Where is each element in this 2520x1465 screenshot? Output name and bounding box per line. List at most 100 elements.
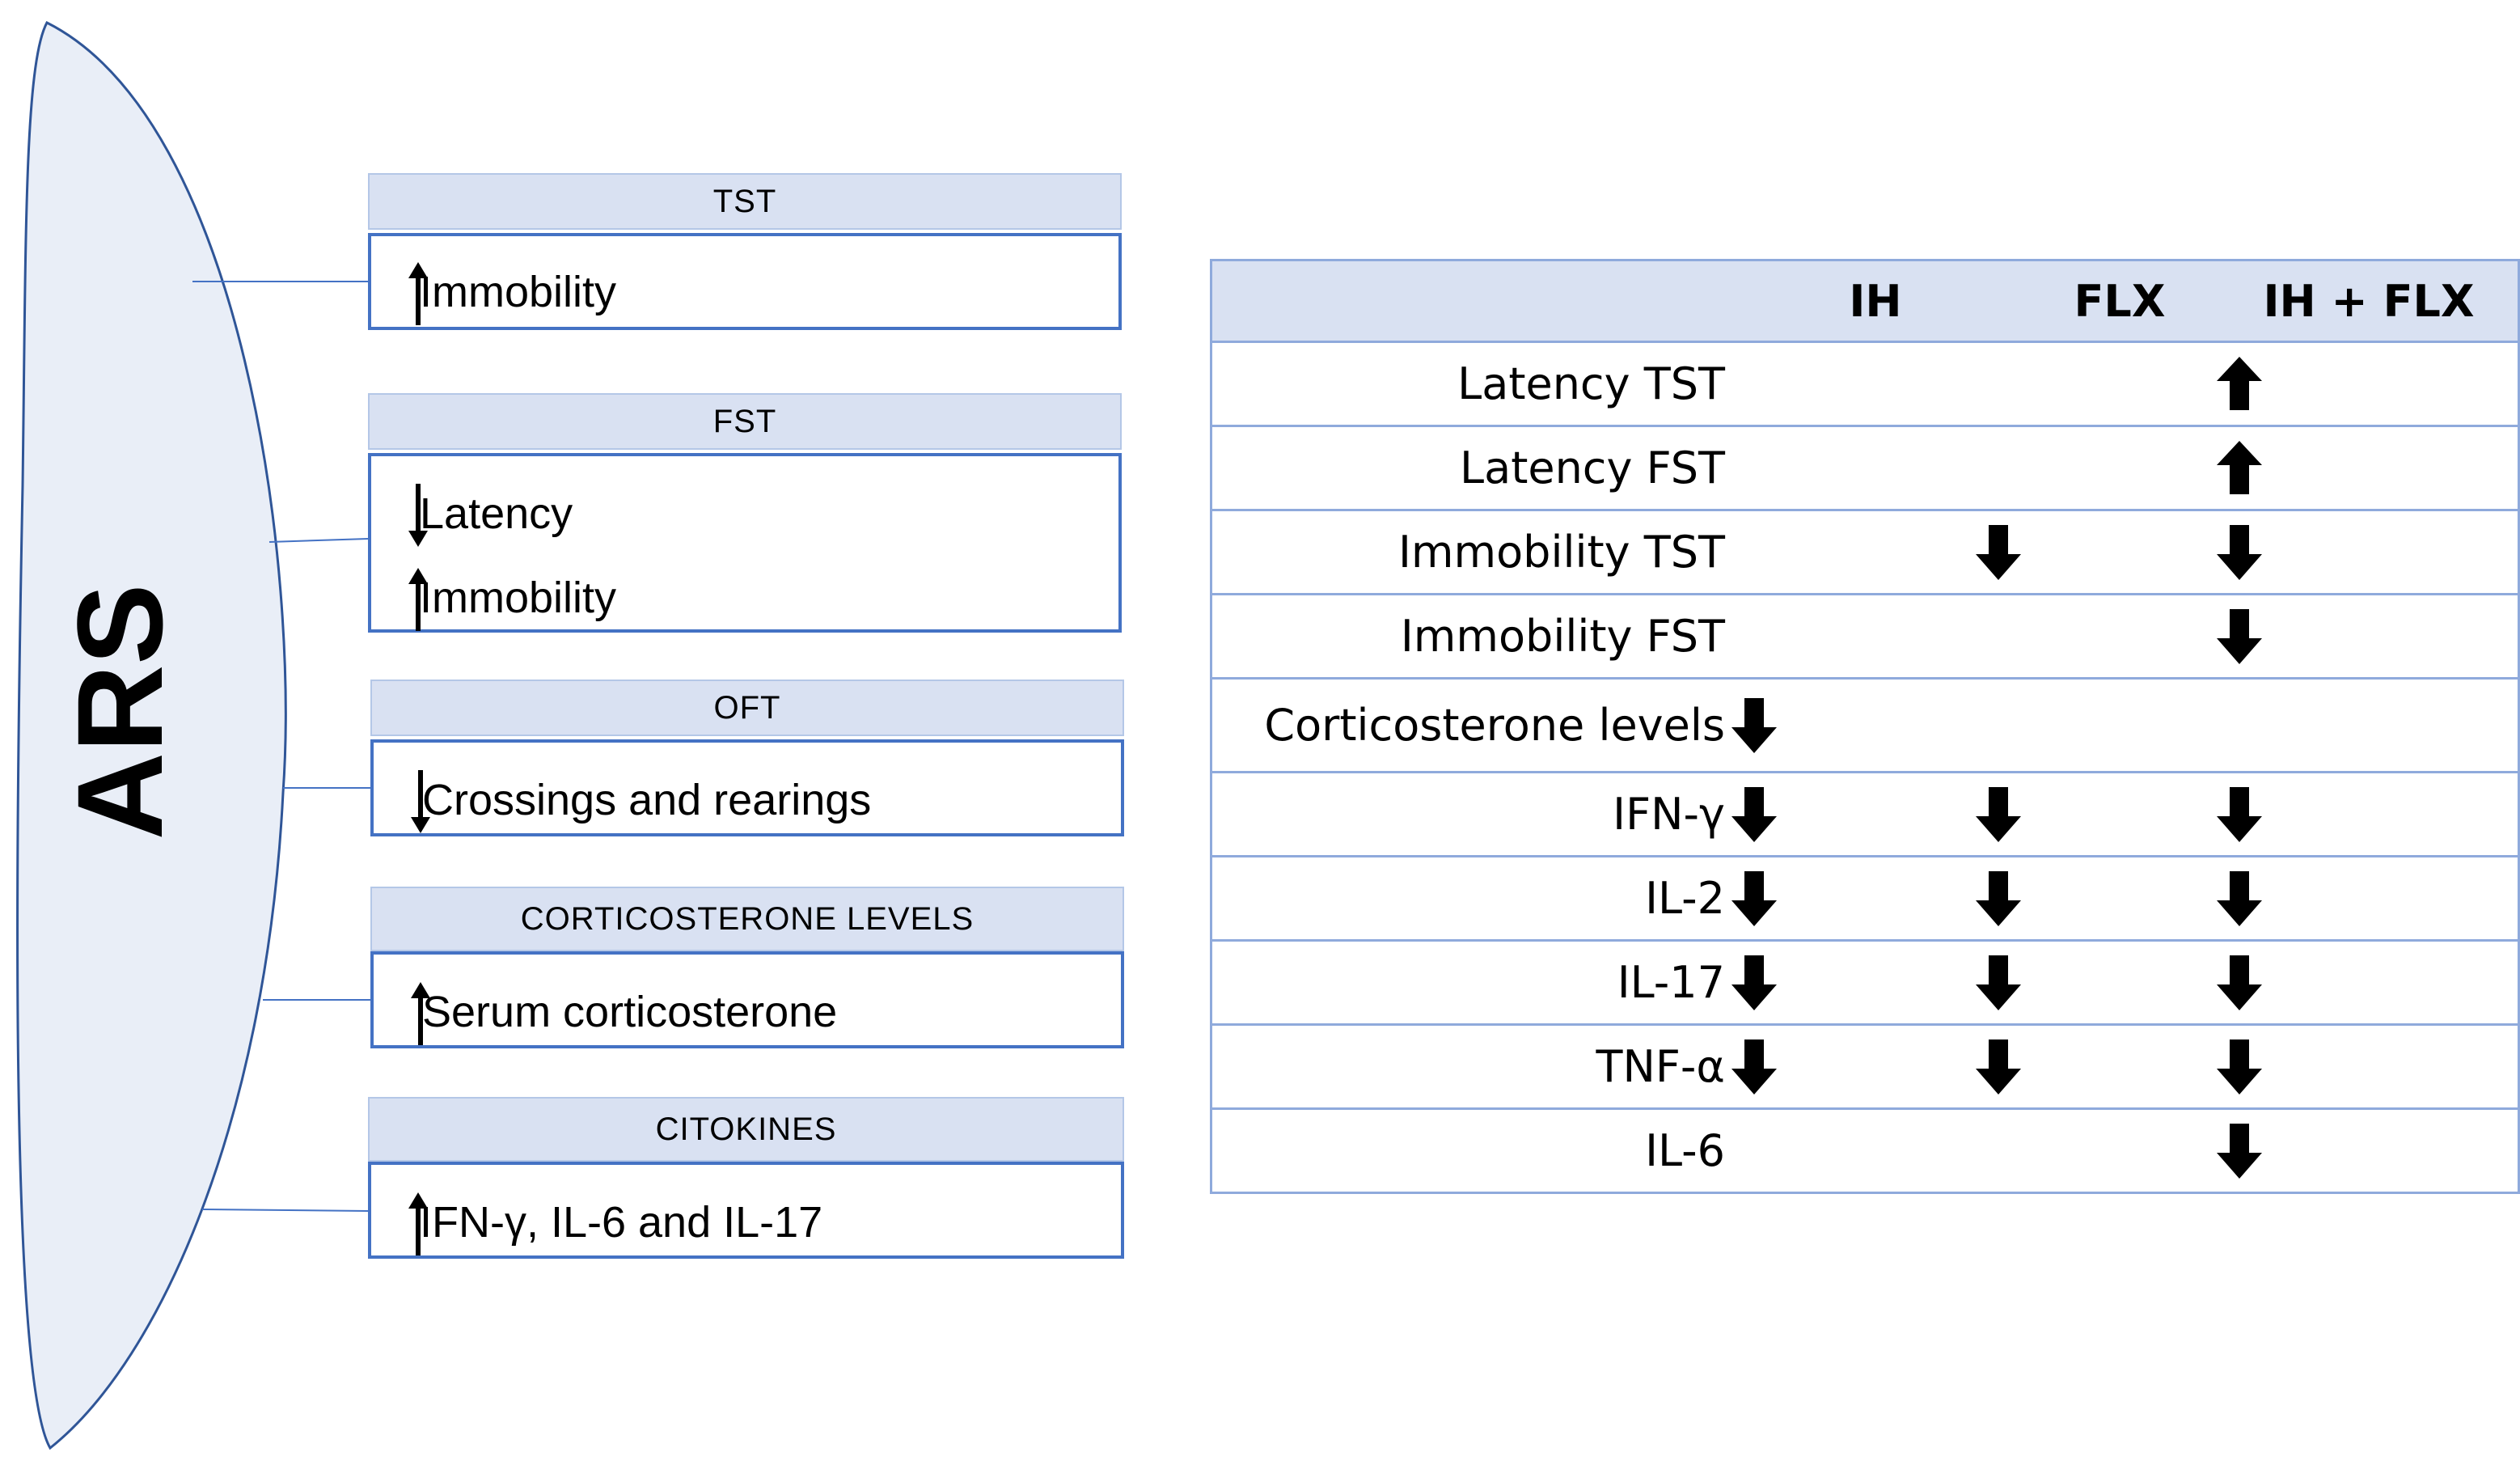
table-row: Immobility FST (1210, 595, 2520, 680)
table-row: TNF-α (1210, 1026, 2520, 1110)
table-cell (1633, 857, 1875, 939)
arrow-up-icon (408, 568, 428, 631)
table-cell (1877, 680, 2120, 771)
group-tst-title: TST (368, 173, 1122, 230)
arrow-down-icon (1976, 786, 2021, 842)
table-cell (2118, 680, 2361, 771)
arrow-down-icon (2217, 1123, 2262, 1179)
table-cell (1633, 773, 1875, 855)
arrow-down-icon (1731, 870, 1777, 926)
group-fst-body: Latency Immobility (368, 453, 1122, 633)
row-label: Corticosterone levels (1264, 700, 1725, 751)
row-label: Immobility FST (1400, 611, 1725, 662)
table-cell (1877, 1110, 2120, 1192)
group-tst-body: Immobility (368, 233, 1122, 330)
table-row: IL-6 (1210, 1110, 2520, 1194)
table-cell (1877, 595, 2120, 677)
arrow-down-icon (1976, 955, 2021, 1010)
table-row: IFN-γ (1210, 773, 2520, 857)
table-cell (1877, 427, 2120, 509)
table-cell (2118, 857, 2361, 939)
table-cell (1877, 773, 2120, 855)
table-row: IL-2 (1210, 857, 2520, 942)
table-cell (1877, 857, 2120, 939)
group-fst: FST Latency Immobility (368, 393, 1122, 633)
finding-text: Serum corticosterone (422, 988, 838, 1036)
finding-citokines: IFN-γ, IL-6 and IL-17 (408, 1192, 823, 1255)
arrow-down-icon (1976, 1039, 2021, 1095)
finding-serum-corticosterone: Serum corticosterone (411, 982, 838, 1045)
finding-text: Latency (420, 489, 573, 538)
group-corticosterone-title: CORTICOSTERONE LEVELS (370, 887, 1124, 951)
arrow-down-icon (2217, 524, 2262, 580)
group-oft-body: Crossings and rearings (370, 739, 1124, 836)
table-cell (1633, 511, 1875, 593)
table-cell (1633, 343, 1875, 425)
group-citokines-body: IFN-γ, IL-6 and IL-17 (368, 1162, 1124, 1259)
group-oft-title: OFT (370, 680, 1124, 736)
ars-label: ARS (52, 584, 188, 840)
finding-fst-latency: Latency (408, 484, 573, 547)
arrow-down-icon (1731, 1039, 1777, 1095)
arrow-up-icon (411, 982, 430, 1045)
arrow-down-icon (2217, 1039, 2262, 1095)
connector-fst (268, 538, 369, 543)
table-row: Latency TST (1210, 343, 2520, 427)
arrow-down-icon (2217, 955, 2262, 1010)
finding-text: IFN-γ, IL-6 and IL-17 (420, 1198, 823, 1247)
column-header-ih: IH (1849, 275, 1902, 327)
arrow-down-icon (1976, 524, 2021, 580)
finding-text: Crossings and rearings (422, 776, 872, 824)
group-corticosterone: CORTICOSTERONE LEVELS Serum corticostero… (370, 887, 1124, 1048)
arrow-up-icon (2217, 356, 2262, 410)
row-label: Latency TST (1457, 358, 1725, 409)
table-cell (2118, 595, 2361, 677)
table-body: Latency TST Latency FST Immobility TST Immo… (1210, 343, 2520, 1194)
table-cell (2118, 427, 2361, 509)
row-label: IL-17 (1617, 957, 1725, 1008)
group-citokines-title: CITOKINES (368, 1097, 1124, 1162)
table-cell (2118, 343, 2361, 425)
table-cell (1877, 511, 2120, 593)
arrow-down-icon (1731, 697, 1777, 753)
table-row: Corticosterone levels (1210, 680, 2520, 773)
finding-text: Immobility (420, 268, 617, 316)
finding-text: Immobility (420, 574, 617, 622)
group-tst: TST Immobility (368, 173, 1122, 330)
arrow-up-icon (408, 1192, 428, 1255)
finding-tst-immobility: Immobility (408, 262, 617, 325)
table-row: IL-17 (1210, 942, 2520, 1026)
arrow-down-icon (2217, 786, 2262, 842)
table-cell (2118, 942, 2361, 1023)
table-cell (1877, 343, 2120, 425)
arrow-down-icon (1976, 870, 2021, 926)
arrow-up-icon (2217, 440, 2262, 494)
table-cell (2118, 511, 2361, 593)
row-label: Latency FST (1460, 442, 1725, 493)
column-header-flx: FLX (2074, 275, 2166, 327)
table-cell (1633, 1110, 1875, 1192)
table-header-row: IH FLX IH + FLX (1210, 259, 2520, 343)
column-header-ih-flx: IH + FLX (2263, 275, 2475, 327)
row-label: IL-6 (1645, 1125, 1725, 1176)
arrow-up-icon (408, 262, 428, 325)
table-cell (1633, 942, 1875, 1023)
arrow-down-icon (411, 770, 430, 833)
table-cell (1633, 680, 1875, 771)
table-cell (1633, 595, 1875, 677)
table-cell (1633, 1026, 1875, 1107)
row-label: Immobility TST (1398, 527, 1725, 578)
table-cell (1877, 1026, 2120, 1107)
connector-citokines (201, 1209, 369, 1212)
row-label: IFN-γ (1613, 789, 1725, 840)
row-label: IL-2 (1645, 873, 1725, 924)
table-cell (1633, 427, 1875, 509)
table-cell (2118, 1026, 2361, 1107)
finding-fst-immobility: Immobility (408, 568, 617, 631)
arrow-down-icon (408, 484, 428, 547)
group-fst-title: FST (368, 393, 1122, 450)
arrow-down-icon (2217, 608, 2262, 664)
table-cell (1877, 942, 2120, 1023)
table-cell (2118, 1110, 2361, 1192)
arrow-down-icon (1731, 955, 1777, 1010)
